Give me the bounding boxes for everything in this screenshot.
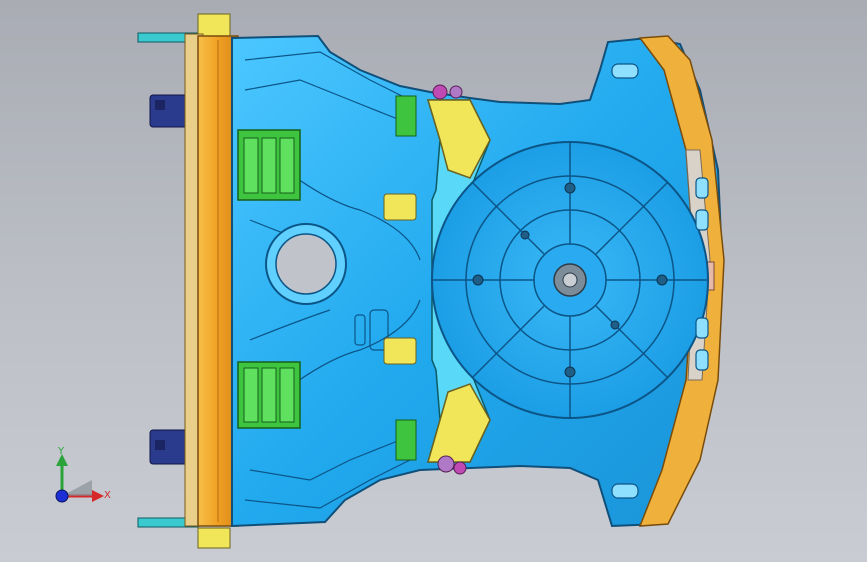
x-axis-label: X bbox=[104, 490, 111, 501]
left-cyan-tabs bbox=[137, 13, 231, 549]
floor-hole bbox=[265, 223, 347, 305]
rear-slots bbox=[611, 63, 709, 499]
z-axis-dot-icon bbox=[55, 489, 69, 503]
x-axis-arrow-icon bbox=[92, 490, 104, 502]
navy-mounts bbox=[149, 94, 189, 465]
coordinate-triad[interactable]: Y X bbox=[55, 446, 111, 503]
y-axis-arrow-icon bbox=[56, 454, 68, 466]
spare-wheel-well bbox=[431, 141, 709, 419]
y-axis-label: Y bbox=[57, 446, 65, 457]
triad-plane-icon bbox=[62, 480, 92, 496]
green-brackets bbox=[237, 95, 417, 461]
left-orange-rail bbox=[184, 33, 239, 527]
